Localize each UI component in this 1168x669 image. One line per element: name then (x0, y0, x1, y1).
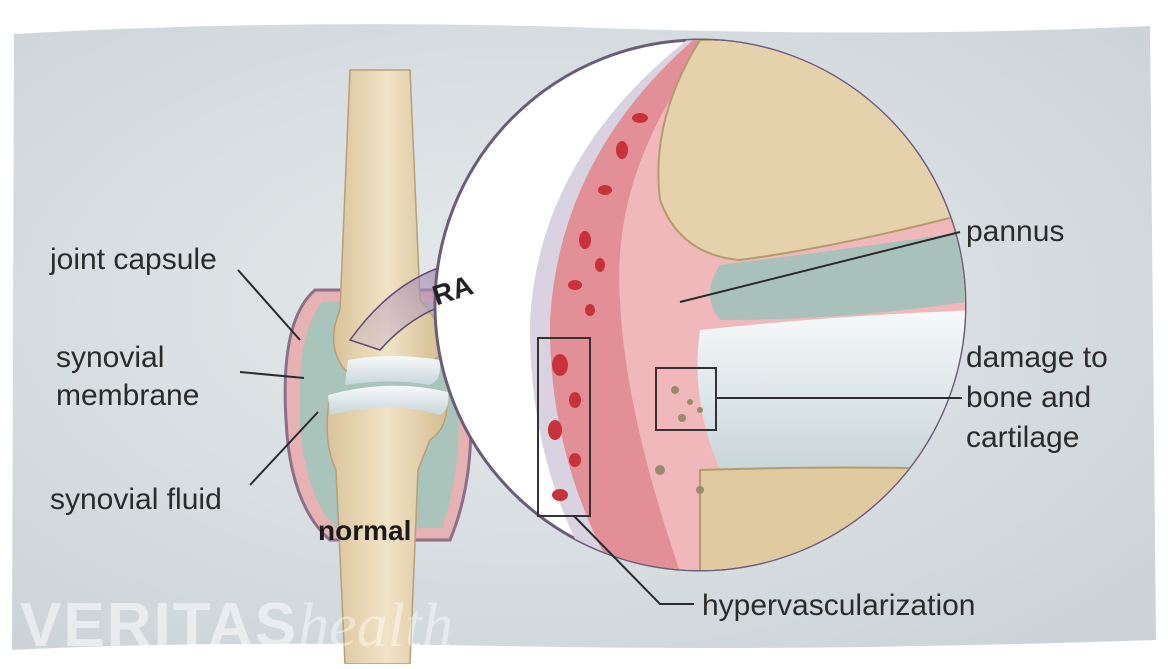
label-damage-line3: cartilage (966, 420, 1079, 456)
label-hypervascularization: hypervascularization (702, 588, 975, 624)
label-damage-line2: bone and (966, 380, 1091, 416)
label-normal: normal (318, 513, 411, 549)
label-synovial-membrane-line1: synovial (56, 340, 164, 376)
label-joint-capsule: joint capsule (50, 242, 217, 278)
watermark-logo: VERITAShealth (20, 590, 453, 662)
label-pannus: pannus (966, 214, 1064, 250)
label-damage-line1: damage to (966, 340, 1108, 376)
label-synovial-fluid: synovial fluid (50, 482, 222, 518)
watermark-brand: VERITAS (20, 591, 298, 660)
watermark-sub: health (298, 592, 453, 660)
label-synovial-membrane-line2: membrane (56, 378, 199, 414)
femur-cartilage (345, 356, 440, 385)
